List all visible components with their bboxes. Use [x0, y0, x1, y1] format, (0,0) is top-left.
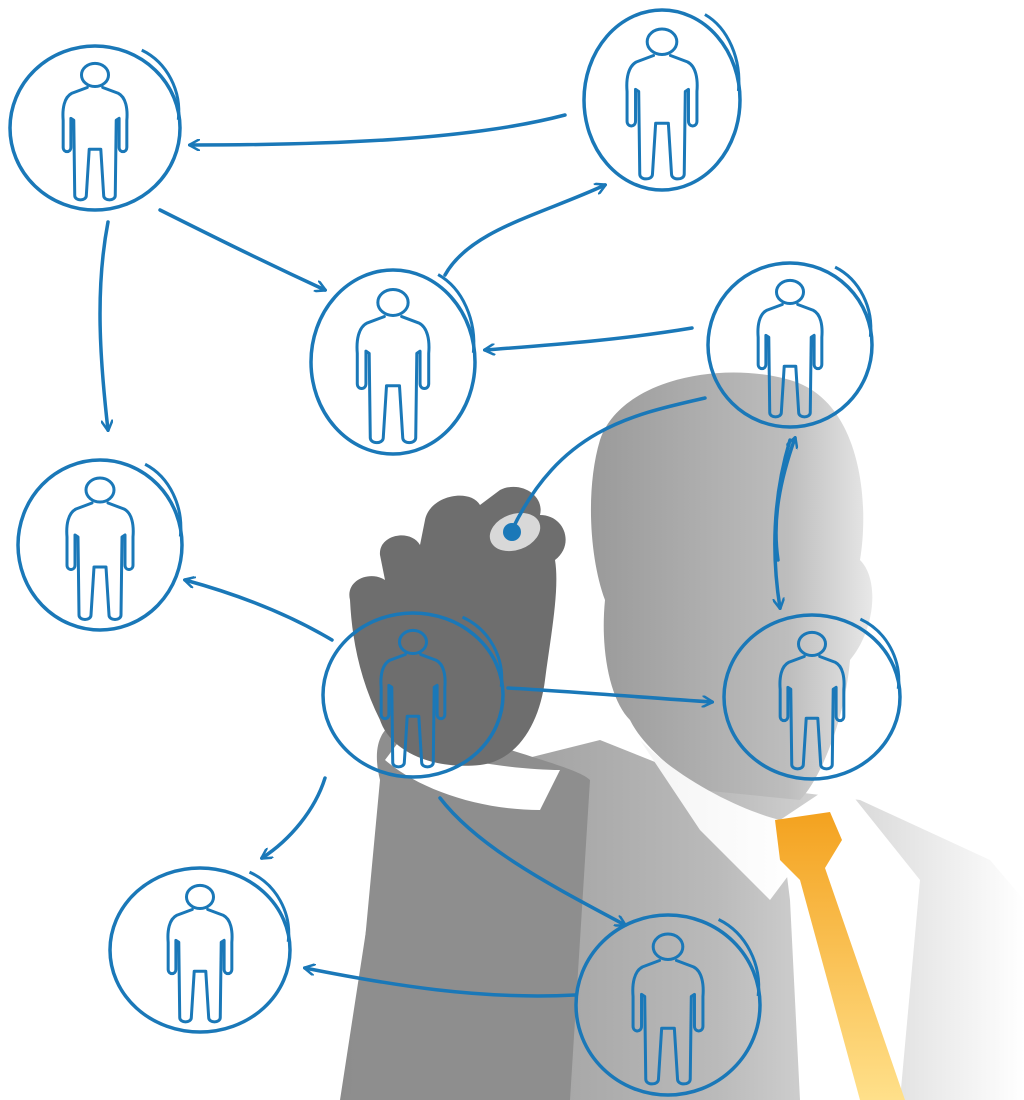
node-circle-overlap	[705, 15, 739, 92]
node-circle	[584, 10, 740, 190]
person-node	[311, 270, 475, 454]
person-node	[110, 868, 290, 1032]
arrow-node6-to-node5	[185, 580, 332, 640]
node-circle	[10, 46, 180, 210]
arrow-node1-to-node3	[160, 210, 325, 290]
arrow-node6-to-node8	[262, 778, 325, 858]
person-node	[18, 460, 182, 630]
person-icon	[357, 289, 429, 442]
node-circle	[18, 460, 182, 630]
businessman-head	[591, 373, 872, 801]
node-circle-overlap	[142, 50, 179, 120]
person-node	[10, 46, 180, 210]
arrow-node2-to-node1	[190, 115, 565, 145]
person-icon	[168, 885, 232, 1022]
person-node	[584, 10, 740, 190]
person-icon	[627, 29, 697, 179]
arrow-node3-to-node2	[445, 185, 605, 275]
person-icon	[67, 478, 133, 620]
node-circle-overlap	[835, 267, 871, 337]
arrow-node4-to-node3	[485, 328, 692, 350]
person-icon	[63, 63, 127, 200]
node-circle-overlap	[438, 275, 474, 353]
arrow-node1-to-node5	[100, 222, 108, 430]
node-circle	[110, 868, 290, 1032]
node-circle	[311, 270, 475, 454]
node-circle-overlap	[145, 464, 181, 536]
node-circle-overlap	[250, 872, 289, 942]
